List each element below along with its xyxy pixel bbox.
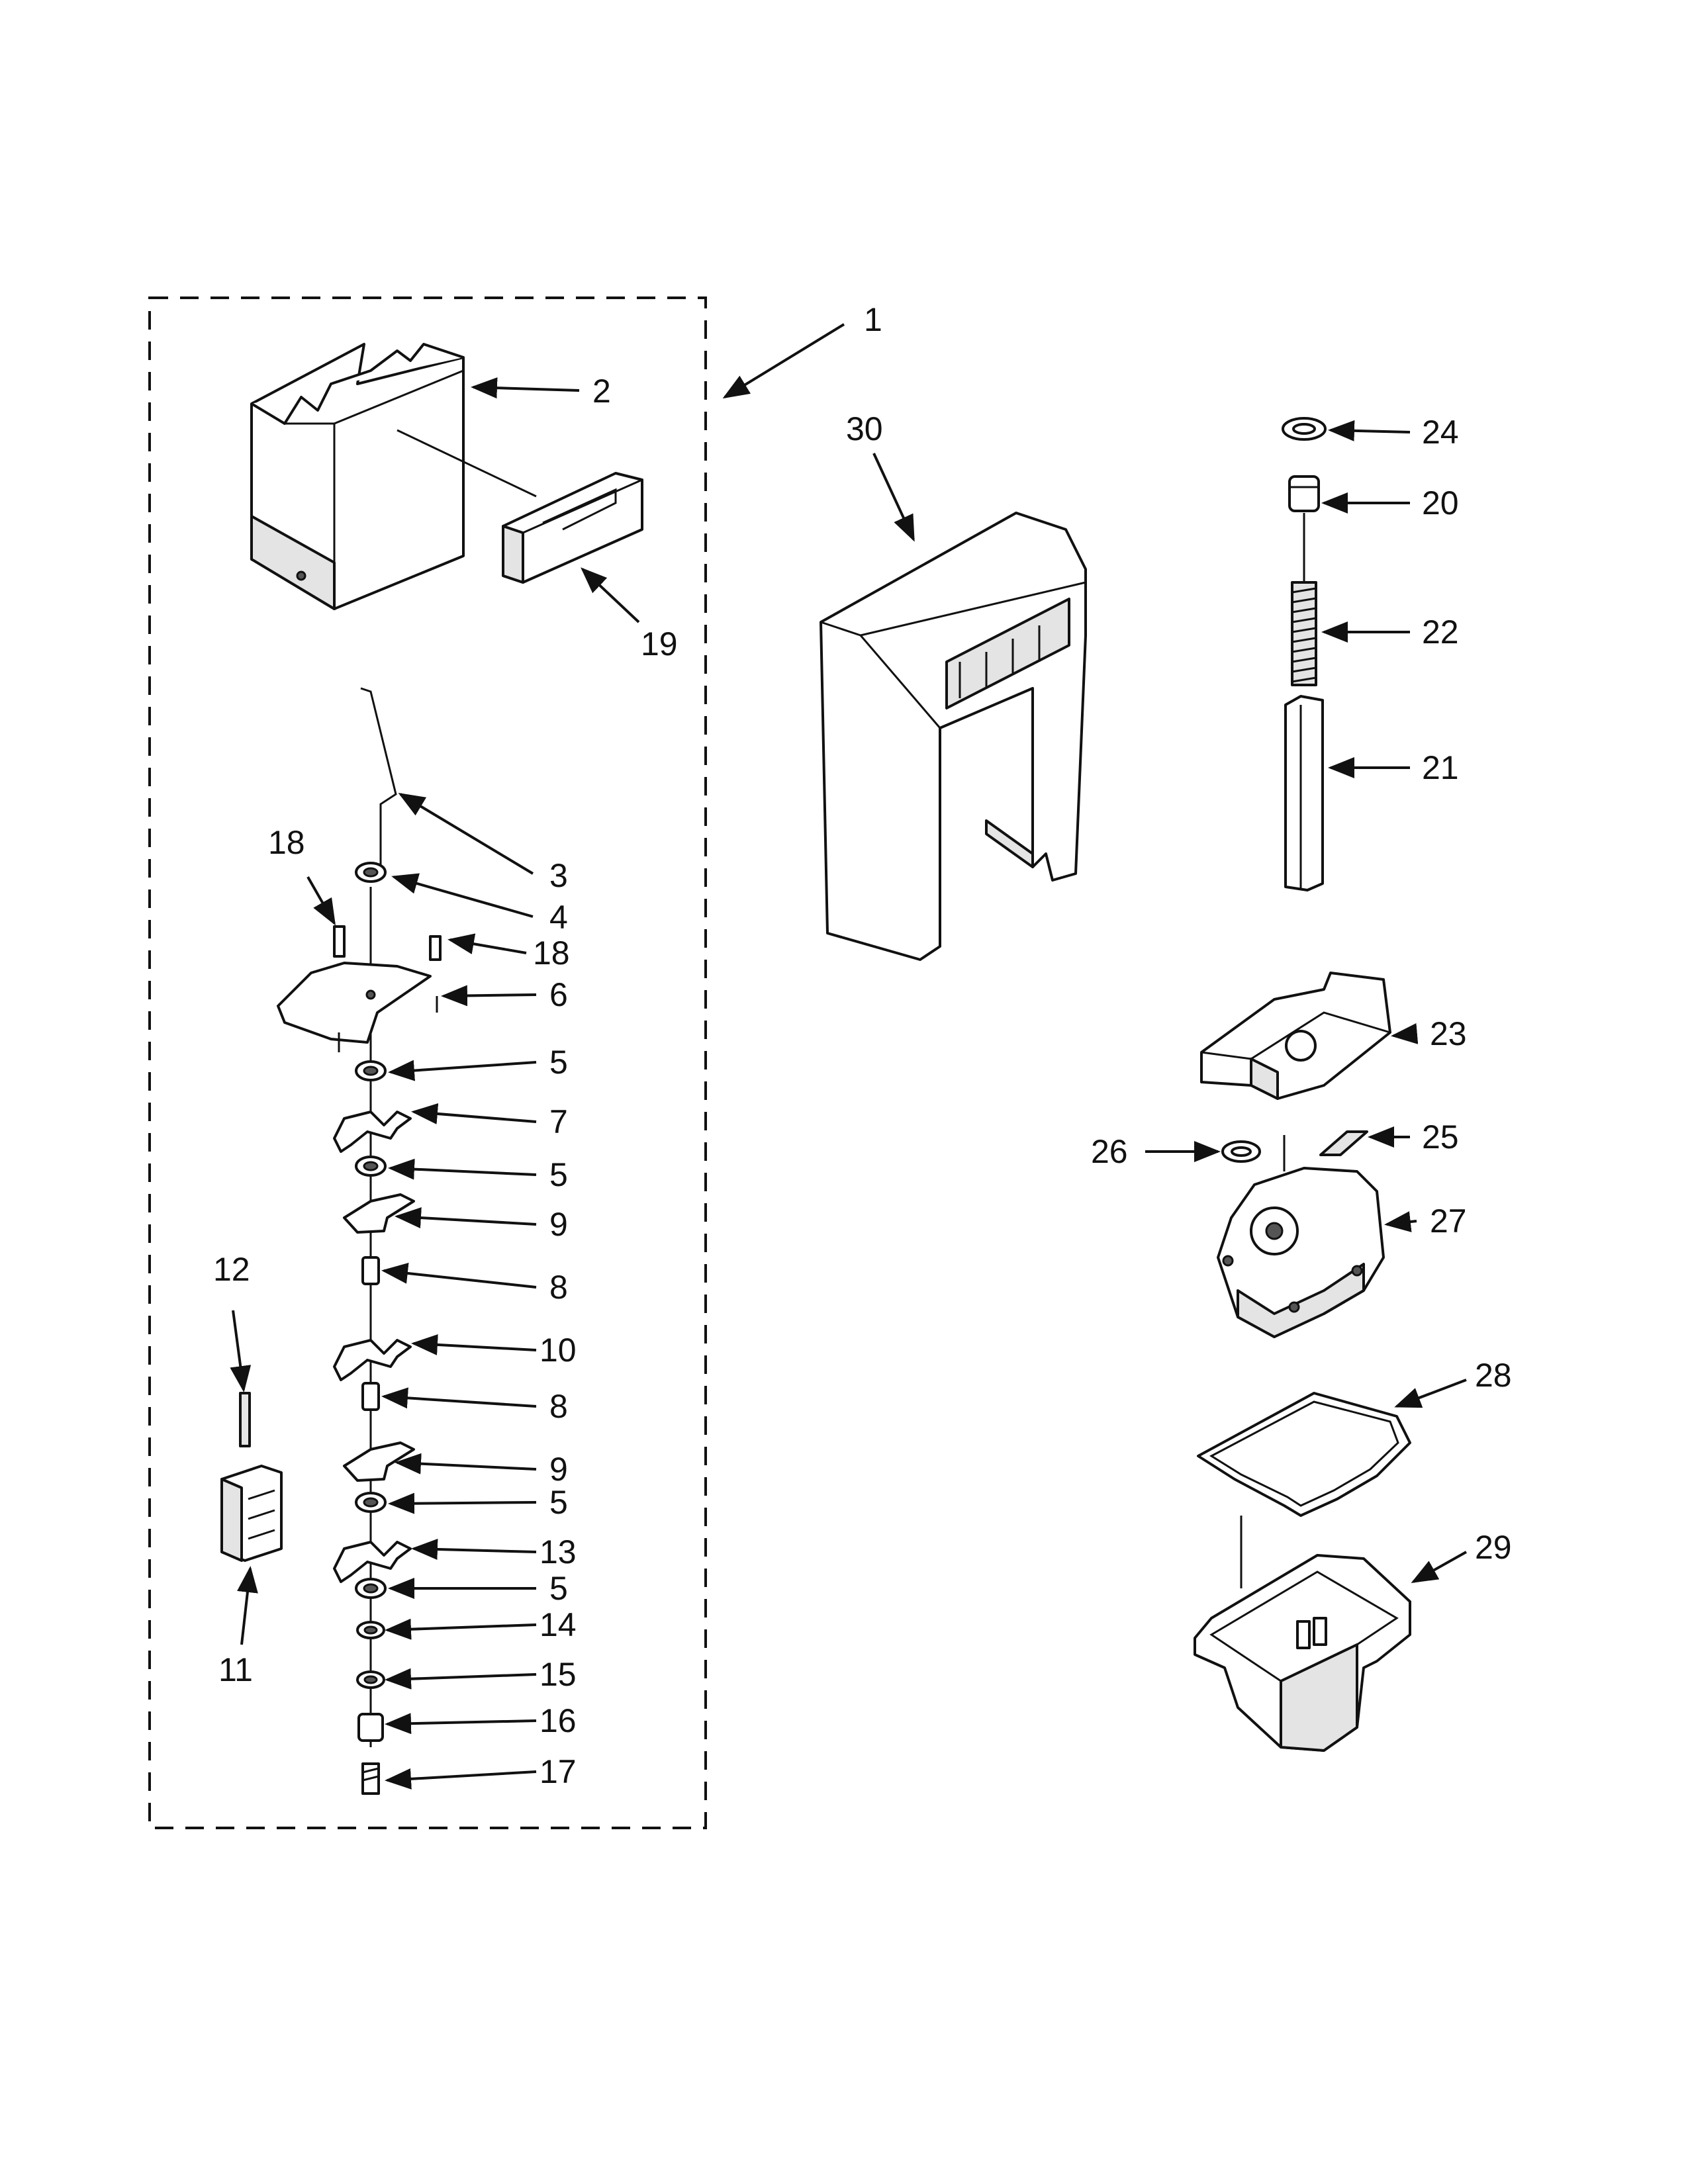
leader-9a [395,1207,537,1229]
callout-26: 26 [1091,1133,1128,1170]
part-21-shaft [1284,695,1324,891]
leader-29 [1411,1551,1467,1583]
part-30-dispenser-cover [820,512,1087,961]
callout-5: 5 [549,1156,568,1193]
callout-5: 5 [549,1570,568,1607]
leader-4 [391,873,534,918]
leader-16 [385,1713,537,1735]
callout-21: 21 [1422,749,1459,786]
part-24-washer [1282,417,1327,441]
callout-18: 18 [533,934,570,972]
callout-labels: 1 2 3 4 5 5 5 5 6 7 8 8 9 9 10 11 12 13 … [213,301,1512,1790]
callout-19: 19 [641,625,678,662]
part-27-gearbox [1217,1167,1385,1338]
callout-17: 17 [539,1753,577,1790]
leader-18b [447,933,527,954]
left-stack-parts [277,862,442,1795]
callout-5: 5 [549,1484,568,1521]
leader-19 [581,567,640,623]
leader-15 [385,1668,537,1690]
leader-18a [306,876,336,926]
callout-9: 9 [549,1451,568,1488]
leader-5c [388,1492,537,1514]
leader-1 [722,323,845,399]
leader-13 [411,1538,537,1560]
callout-15: 15 [539,1656,577,1693]
part-29-housing [1194,1554,1411,1752]
callout-30: 30 [846,410,883,447]
callout-4: 4 [549,899,568,936]
callout-16: 16 [539,1702,577,1739]
part-28-gasket [1197,1392,1411,1517]
leader-10 [411,1334,537,1355]
leader-27 [1384,1211,1417,1232]
leader-11 [237,1566,258,1645]
leader-14 [385,1618,537,1640]
assembly-boundary [148,296,707,1829]
part-23-bracket [1200,972,1391,1100]
part-12-stud [239,1392,251,1447]
leader-6 [441,985,537,1007]
callout-3: 3 [549,857,568,894]
callout-25: 25 [1422,1118,1459,1156]
callout-24: 24 [1422,414,1459,451]
callout-11: 11 [218,1651,253,1688]
callout-12: 12 [213,1251,250,1288]
callout-20: 20 [1422,484,1459,522]
callout-23: 23 [1430,1015,1467,1052]
part-3-rod [360,687,397,867]
leader-23 [1391,1023,1419,1044]
part-2-bin-housing [250,343,537,610]
callout-6: 6 [549,976,568,1013]
leader-24 [1328,420,1411,441]
leader-lines [230,323,1467,1790]
callout-1: 1 [864,301,882,338]
leader-3 [398,792,534,875]
leader-5b [388,1158,537,1180]
leader-8a [381,1262,537,1289]
callout-8: 8 [549,1269,568,1306]
leader-5a [388,1060,537,1081]
callout-27: 27 [1430,1203,1467,1240]
callout-13: 13 [539,1533,577,1570]
leader-12 [230,1310,252,1392]
callout-28: 28 [1475,1357,1512,1394]
callout-7: 7 [549,1103,568,1140]
part-25-pad [1319,1130,1368,1156]
callout-8: 8 [549,1388,568,1425]
leader-30 [872,453,915,542]
callout-9: 9 [549,1206,568,1243]
part-19-bracket [502,472,643,584]
callout-14: 14 [539,1606,577,1643]
leader-28 [1394,1379,1467,1408]
leader-8b [381,1387,537,1409]
leader-9b [395,1453,537,1475]
callout-2: 2 [592,373,611,410]
part-26-ring [1221,1140,1261,1163]
callout-18: 18 [268,824,305,861]
callout-10: 10 [539,1332,577,1369]
callout-22: 22 [1422,614,1459,651]
callout-5: 5 [549,1044,568,1081]
part-20-cap [1288,475,1320,512]
leader-2 [471,377,580,399]
leader-7 [411,1103,537,1124]
part-22-spring [1291,581,1317,686]
part-11-block [220,1465,283,1562]
leader-17 [385,1768,537,1790]
callout-29: 29 [1475,1529,1512,1566]
